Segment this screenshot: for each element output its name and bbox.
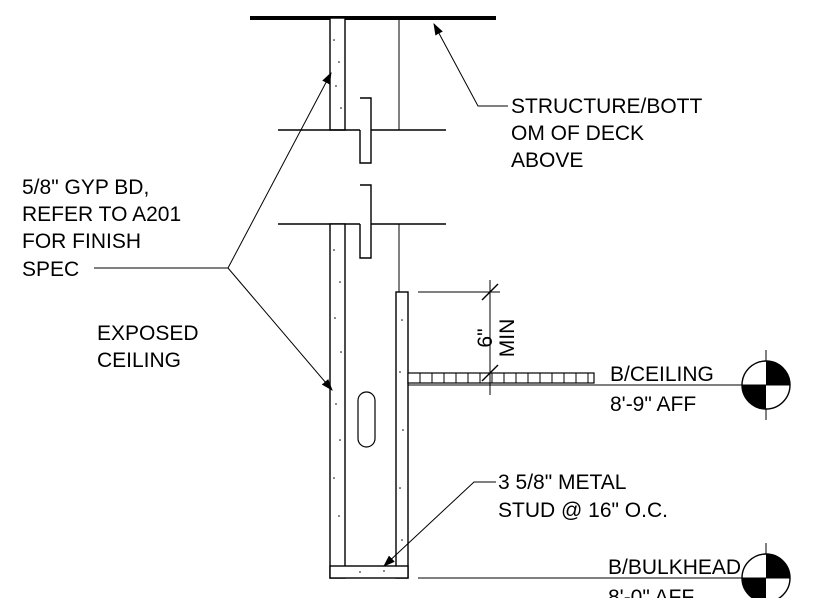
note-stud: 3 5/8" METAL STUD @ 16" O.C. [498, 471, 668, 522]
note-stud-line-2: STUD @ 16" O.C. [498, 499, 668, 522]
note-gyp-line-2: REFER TO A201 [22, 203, 181, 226]
note-exposed-line-2: CEILING [97, 349, 181, 372]
lower-wall [329, 39, 409, 579]
leader-structure [433, 22, 508, 107]
ceiling-assembly [407, 372, 742, 386]
note-stud-line-1: 3 5/8" METAL [498, 471, 626, 494]
stud-knockout [357, 391, 376, 448]
note-structure: STRUCTURE/BOTT OM OF DECK ABOVE [511, 95, 703, 172]
note-gyp-line-3: FOR FINISH [22, 230, 141, 253]
gyp-board-bottom [329, 565, 409, 579]
break-line-upper [278, 97, 446, 164]
gyp-board-upper [329, 17, 346, 131]
ceiling-tile [407, 372, 595, 384]
break-line-lower [278, 184, 446, 259]
metal-stud [344, 556, 397, 567]
elevation-target-icon [741, 553, 791, 598]
dimension-value: 6" [474, 328, 497, 347]
note-gyp-board: 5/8" GYP BD, REFER TO A201 FOR FINISH SP… [22, 176, 181, 281]
elevation-value-ceiling: 8'-9" AFF [610, 393, 696, 416]
elevation-marker-ceiling: B/CEILING 8'-9" AFF [610, 350, 791, 420]
leader-gyp-upper [227, 71, 332, 269]
dimension-qualifier: MIN [496, 319, 519, 358]
note-structure-line-2: OM OF DECK [511, 122, 644, 145]
elevation-label-bulkhead: B/BULKHEAD [608, 556, 741, 579]
leader-stud [383, 481, 496, 567]
elevation-target-icon [741, 360, 791, 410]
elevation-label-ceiling: B/CEILING [610, 363, 714, 386]
note-gyp-line-4: SPEC [22, 258, 79, 281]
gyp-board-right [395, 291, 409, 579]
note-structure-line-1: STRUCTURE/BOTT [511, 95, 703, 118]
gyp-board-left [329, 223, 346, 579]
upper-wall [329, 17, 400, 131]
dimension-6-min: 6" MIN [418, 280, 519, 395]
elevation-marker-bulkhead: B/BULKHEAD 8'-0" AFF [418, 543, 791, 598]
note-structure-line-3: ABOVE [511, 149, 583, 172]
gyp-texture [333, 39, 404, 573]
elevation-value-bulkhead: 8'-0" AFF [608, 586, 694, 598]
note-exposed-ceiling: EXPOSED CEILING [97, 322, 199, 372]
note-gyp-line-1: 5/8" GYP BD, [22, 176, 149, 199]
leader-gyp-lower [227, 267, 333, 391]
note-exposed-line-1: EXPOSED [97, 322, 199, 345]
